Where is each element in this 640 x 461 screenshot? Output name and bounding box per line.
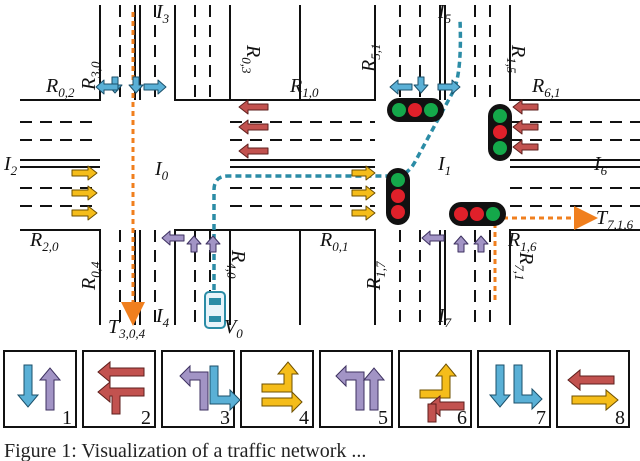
label-t716: T7,1,6 xyxy=(596,207,634,232)
arrow-down-icon xyxy=(95,76,167,95)
label-i5: I5 xyxy=(437,1,452,26)
label-i3: I3 xyxy=(155,1,170,26)
label-i7: I7 xyxy=(437,305,452,330)
label-r15: R1,5 xyxy=(504,44,529,74)
label-r20: R2,0 xyxy=(29,229,59,254)
phase-3-number: 3 xyxy=(220,407,230,429)
median-lines xyxy=(20,5,640,325)
phase-1-icon xyxy=(16,364,62,411)
label-i0: I0 xyxy=(154,158,169,183)
label-r03: R0,3 xyxy=(239,44,264,74)
label-r61: R6,1 xyxy=(531,75,560,100)
vehicle-icon xyxy=(204,291,226,329)
phase-legend: 1 2 3 4 5 6 7 8 xyxy=(3,350,630,429)
phase-6-icon xyxy=(419,363,465,423)
phase-4-number: 4 xyxy=(299,407,309,429)
arrow-right-icon xyxy=(351,165,376,221)
label-r16: R1,6 xyxy=(507,229,537,254)
phase-4-icon xyxy=(261,361,303,414)
phase-5-number: 5 xyxy=(378,407,388,429)
label-r40: R4,0 xyxy=(224,249,249,279)
label-r51: R5,1 xyxy=(358,44,383,73)
arrow-left-icon xyxy=(238,99,269,159)
phase-3-icon xyxy=(179,364,241,412)
phase-7-number: 7 xyxy=(536,407,546,429)
traffic-network-diagram: I3 I5 I0 I1 I2 I6 I4 I7 R0,2 R3,0 R0,3 R… xyxy=(3,1,640,429)
phase-2-number: 2 xyxy=(141,407,151,429)
phase-5-icon xyxy=(335,364,386,411)
road-curbs xyxy=(20,5,640,325)
label-r30: R3,0 xyxy=(78,61,103,91)
lane-markings xyxy=(20,5,640,325)
lane-arrows xyxy=(71,76,539,253)
phase-8-icon xyxy=(567,368,619,412)
label-i1: I1 xyxy=(437,153,451,178)
label-r04: R0,4 xyxy=(78,261,103,291)
map-labels: I3 I5 I0 I1 I2 I6 I4 I7 R0,2 R3,0 R0,3 R… xyxy=(3,1,634,341)
phase-2-icon xyxy=(97,360,145,415)
traffic-light-top xyxy=(387,98,444,122)
label-r02: R0,2 xyxy=(45,75,75,100)
arrow-left-icon xyxy=(512,99,539,155)
label-t304: T3,0,4 xyxy=(108,316,146,341)
label-r10: R1,0 xyxy=(289,75,319,100)
label-i6: I6 xyxy=(593,153,608,178)
label-i2: I2 xyxy=(3,153,18,178)
traffic-light-right xyxy=(488,104,512,161)
label-r01: R0,1 xyxy=(319,229,348,254)
traffic-light-left xyxy=(386,168,410,225)
phase-1-number: 1 xyxy=(62,407,72,429)
label-i4: I4 xyxy=(155,305,170,330)
arrow-up-icon xyxy=(421,230,489,253)
figure-caption: Figure 1: Visualization of a traffic net… xyxy=(4,440,367,461)
arrow-up-icon xyxy=(161,230,221,253)
arrow-down-icon xyxy=(389,76,461,95)
phase-7-icon xyxy=(488,364,543,411)
phase-6-number: 6 xyxy=(457,407,467,429)
traffic-light-bottom xyxy=(449,202,506,226)
label-r71: R7,1 xyxy=(512,251,537,280)
phase-8-number: 8 xyxy=(615,407,625,429)
arrow-right-icon xyxy=(71,165,98,221)
label-v0: V0 xyxy=(224,316,243,341)
label-r17: R1,7 xyxy=(363,261,388,291)
